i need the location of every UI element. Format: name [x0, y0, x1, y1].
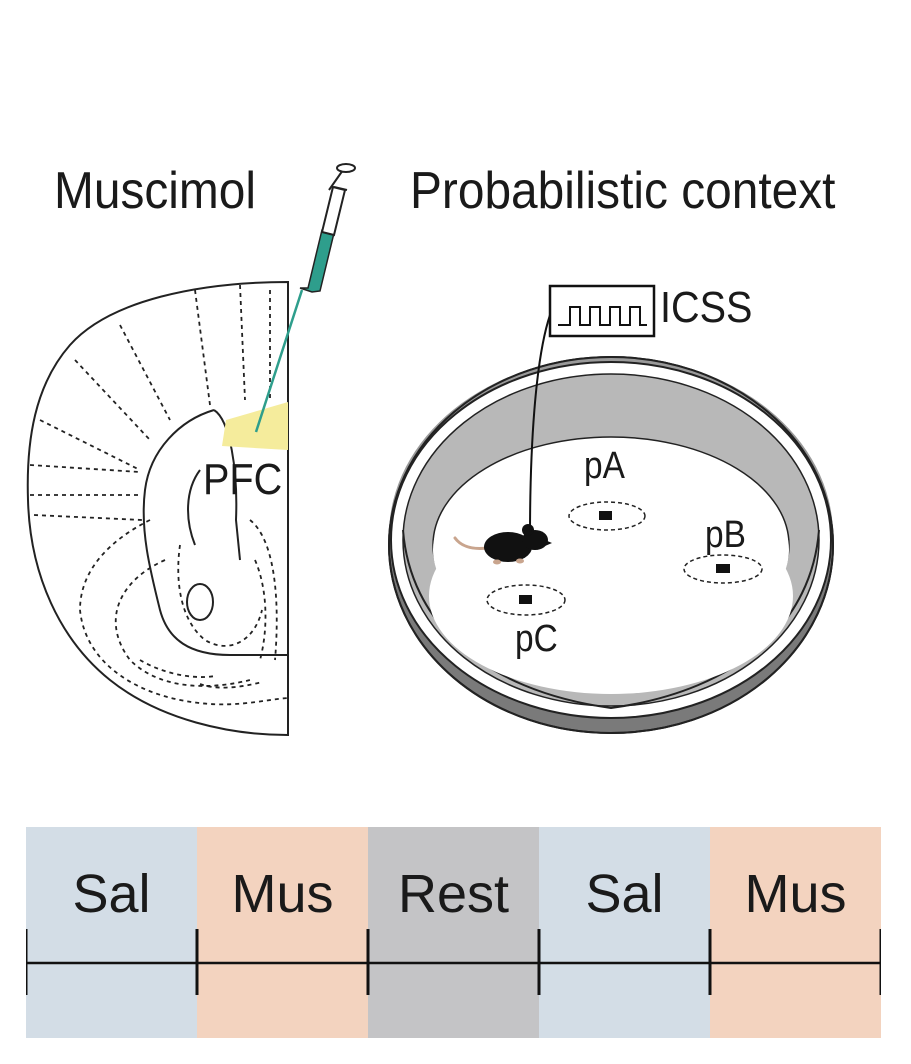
segment-label: Rest [397, 864, 510, 924]
zone-c-ring [486, 584, 566, 616]
timeline-segment: Sal [539, 827, 710, 1038]
arena [388, 356, 834, 734]
zone-b-ring [683, 554, 763, 584]
context-title: Probabilistic context [410, 162, 836, 220]
diagram-canvas [26, 163, 834, 737]
zone-a-label: pA [584, 445, 625, 487]
syringe-icon [254, 163, 356, 433]
stimulation-cable [529, 314, 551, 536]
segment-label: Sal [72, 864, 151, 924]
injection-site [222, 402, 288, 450]
zone-c-marker [519, 595, 532, 604]
zone-c-label: pC [515, 618, 558, 660]
zone-b-marker [716, 564, 730, 573]
timeline-segment: Sal [26, 827, 197, 1038]
timeline-segment: Mus [710, 827, 881, 1038]
segment-label: Sal [585, 864, 664, 924]
timeline-segment: Rest [368, 827, 539, 1038]
segment-label: Mus [231, 864, 334, 924]
timeline-axis [26, 929, 881, 995]
region-label: PFC [203, 455, 283, 504]
zone-b-label: pB [705, 514, 746, 556]
timeline-segment: Mus [197, 827, 368, 1038]
zone-a-marker [599, 511, 612, 520]
zone-a-ring [568, 501, 646, 531]
drug-label: Muscimol [54, 162, 257, 220]
brain-section [26, 280, 289, 737]
pulse-train-icon [548, 284, 656, 338]
session-timeline: Sal Mus Rest Sal Mus [26, 827, 881, 1038]
stimulation-label: ICSS [660, 283, 753, 332]
segment-label: Mus [744, 864, 847, 924]
